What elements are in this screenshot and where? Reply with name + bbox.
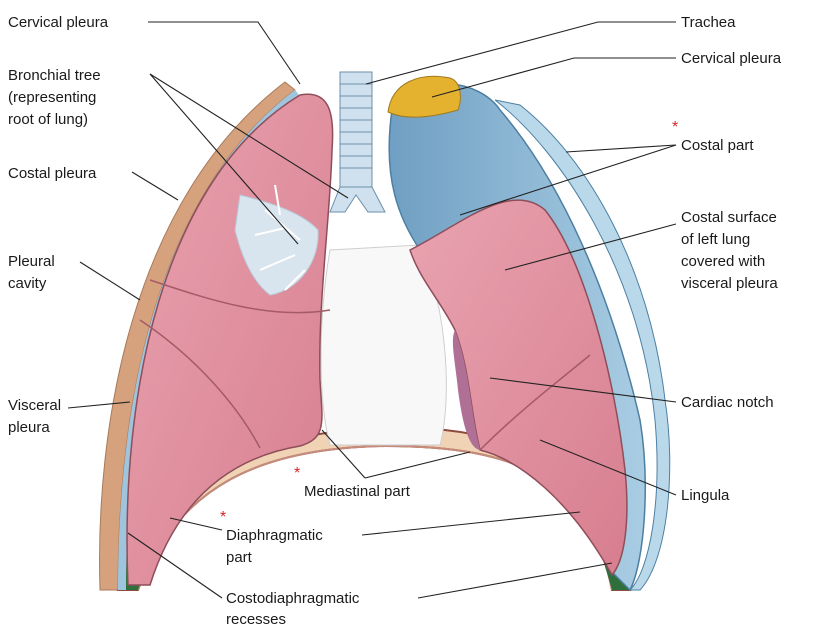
- label-bronchial-tree-3: root of lung): [8, 111, 88, 128]
- label-visceral-pleura-1: Visceral: [8, 397, 61, 414]
- label-bronchial-tree-1: Bronchial tree: [8, 67, 101, 84]
- label-trachea: Trachea: [681, 14, 736, 31]
- label-costal-surface-2: of left lung: [681, 231, 750, 248]
- label-costal-surface-1: Costal surface: [681, 209, 777, 226]
- label-costal-surface-4: visceral pleura: [681, 275, 778, 292]
- label-pleural-cavity-1: Pleural: [8, 253, 55, 270]
- right-lung: [127, 94, 333, 585]
- label-costal-pleura: Costal pleura: [8, 165, 97, 182]
- trachea: [330, 72, 385, 212]
- label-mediastinal-part: Mediastinal part: [304, 483, 411, 500]
- asterisk-diaphragmatic: *: [220, 509, 226, 526]
- label-cardiac-notch: Cardiac notch: [681, 394, 774, 411]
- label-costodiaphragmatic-1: Costodiaphragmatic: [226, 590, 360, 607]
- cervical-pleura-cap: [388, 76, 460, 117]
- label-costal-surface-3: covered with: [681, 253, 765, 270]
- label-pleural-cavity-2: cavity: [8, 275, 47, 292]
- label-visceral-pleura-2: pleura: [8, 419, 50, 436]
- label-cervical-pleura-left: Cervical pleura: [8, 14, 109, 31]
- label-cervical-pleura-right: Cervical pleura: [681, 50, 782, 67]
- label-costal-part: Costal part: [681, 137, 754, 154]
- asterisk-mediastinal: *: [294, 465, 300, 482]
- asterisk-costal: *: [672, 119, 678, 136]
- label-bronchial-tree-2: (representing: [8, 89, 96, 106]
- label-lingula: Lingula: [681, 487, 730, 504]
- label-diaphragmatic-part-1: Diaphragmatic: [226, 527, 323, 544]
- label-costodiaphragmatic-2: recesses: [226, 611, 286, 628]
- label-diaphragmatic-part-2: part: [226, 549, 253, 566]
